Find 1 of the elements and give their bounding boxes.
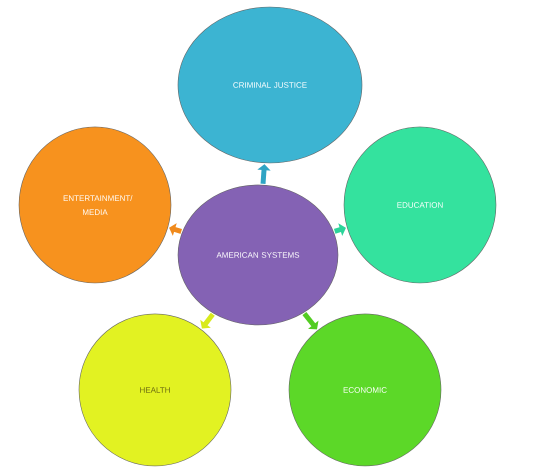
- arrow: [302, 312, 318, 330]
